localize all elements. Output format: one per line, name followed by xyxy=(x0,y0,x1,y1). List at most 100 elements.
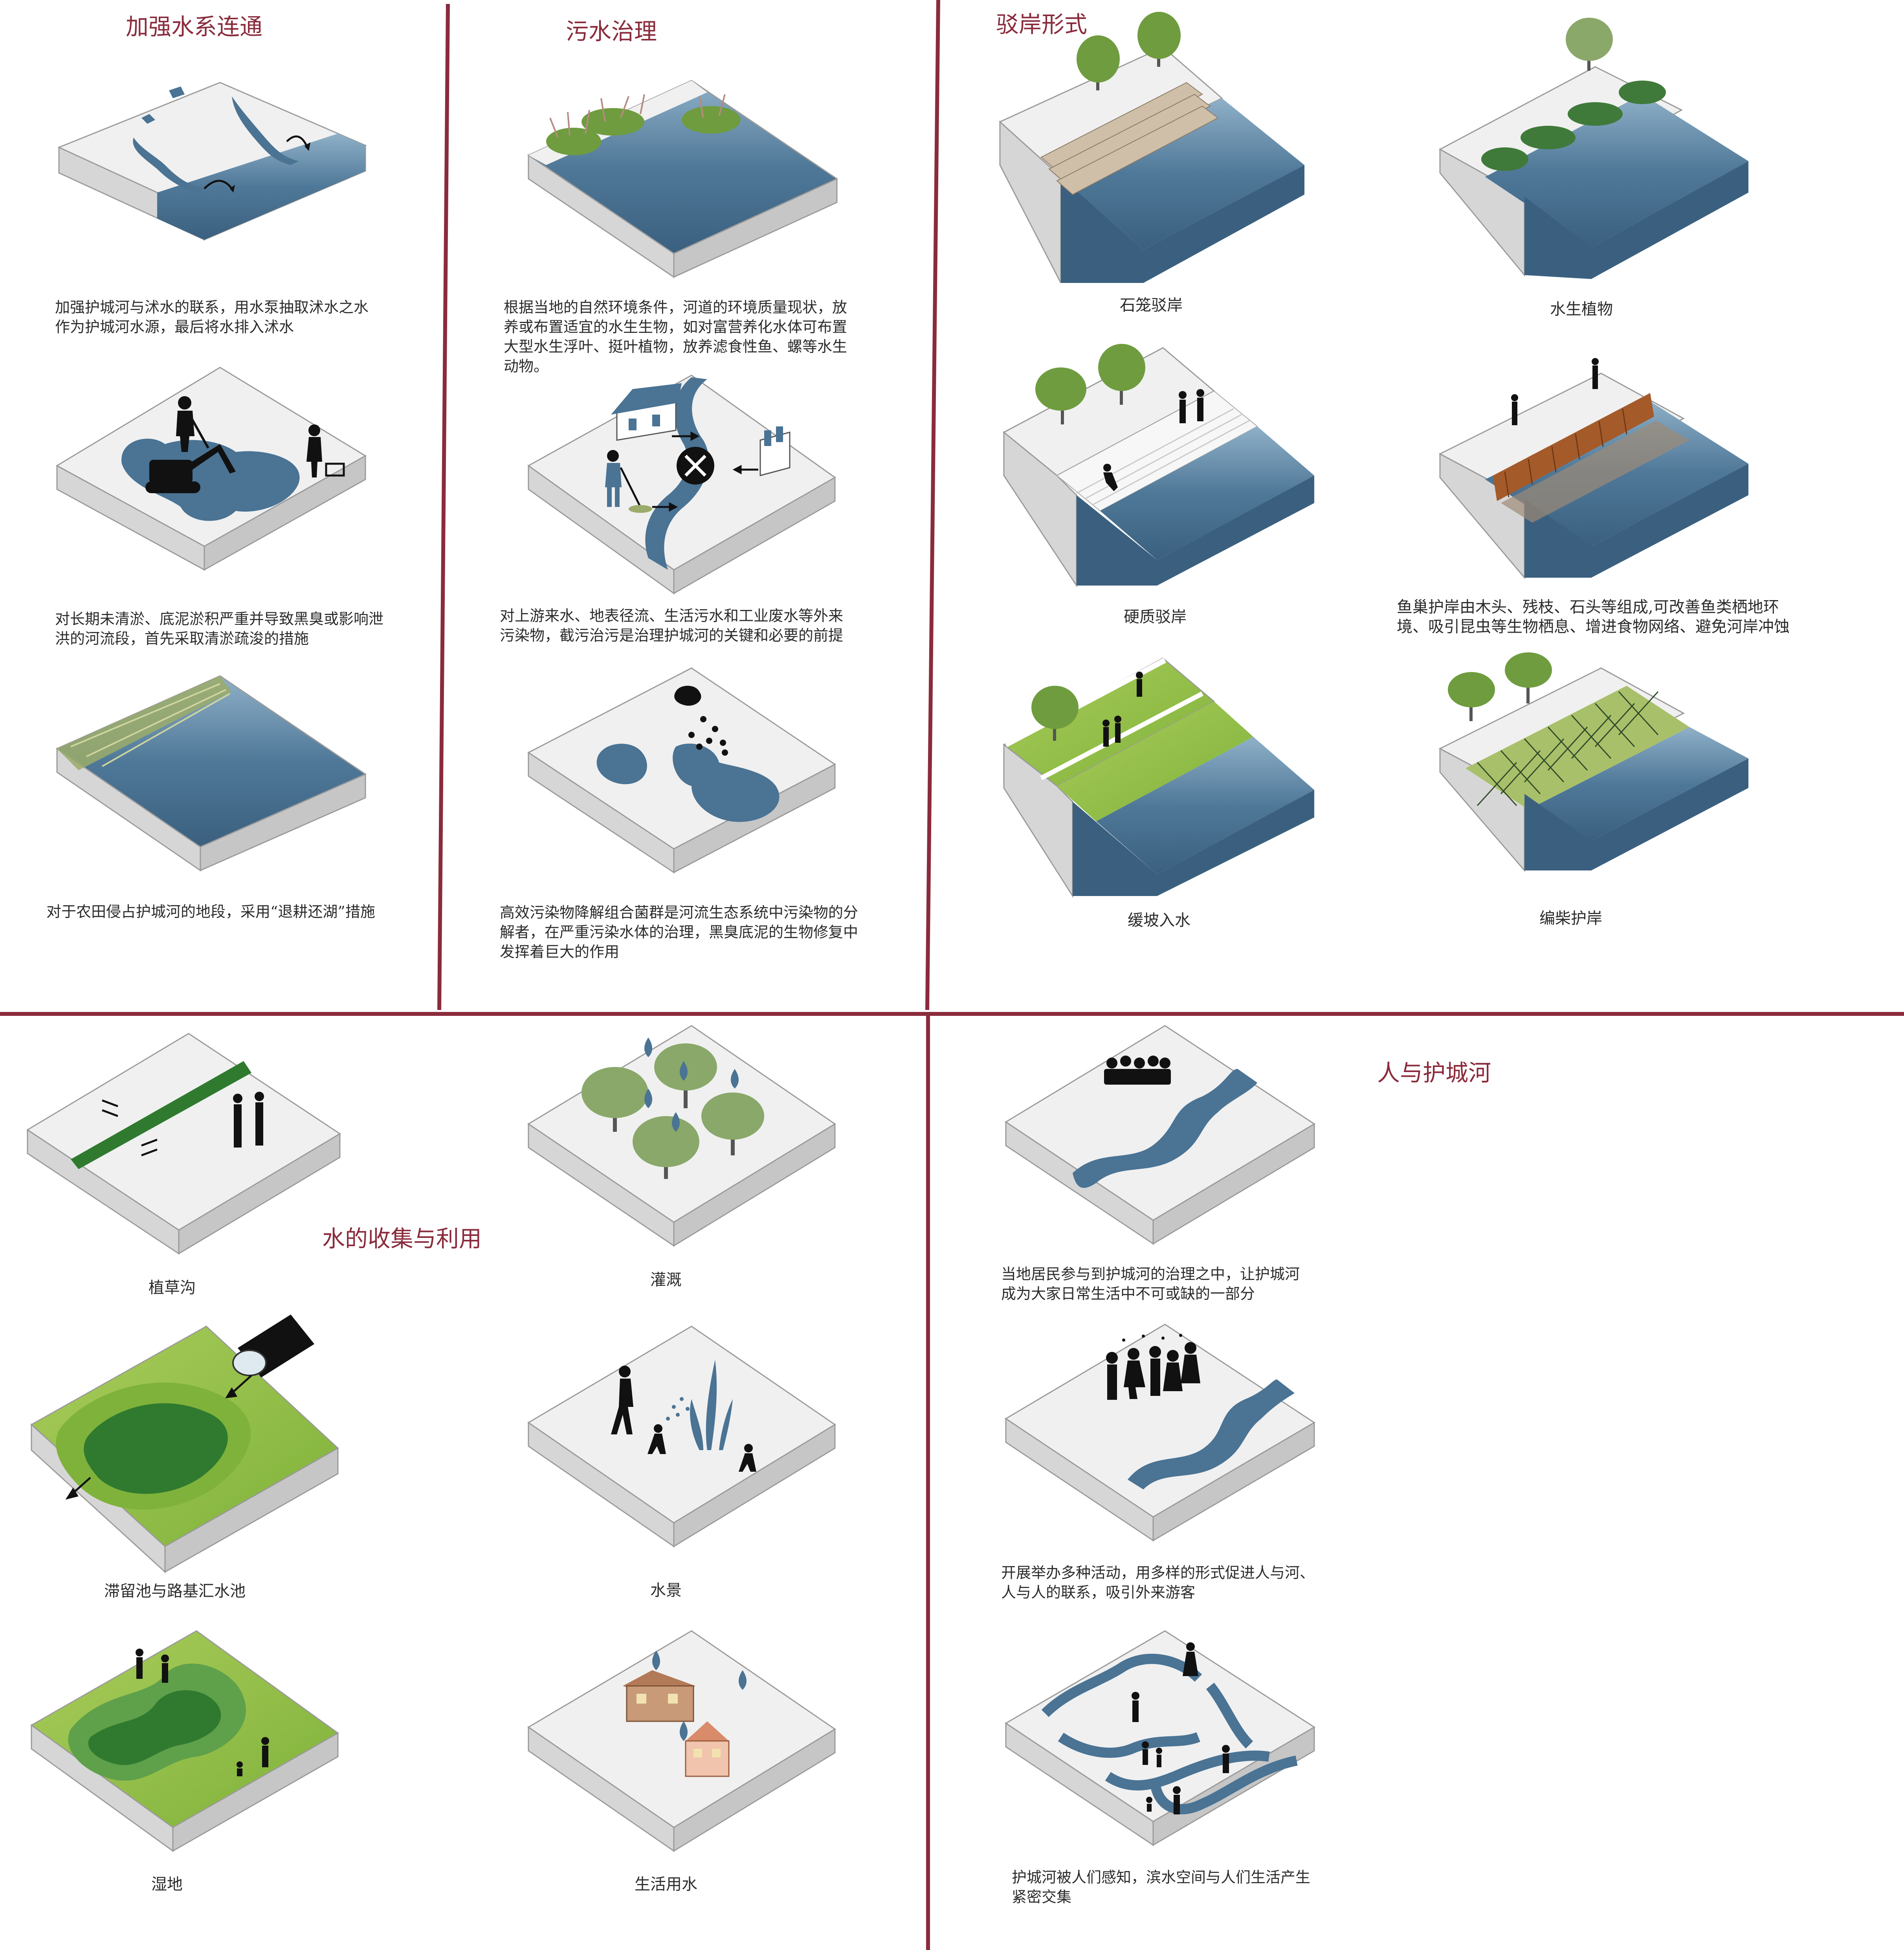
caption-fishnest: 鱼巢护岸由木头、残枝、石头等组成,可改善鱼类栖地环 境、吸引昆虫等生物栖息、增进… xyxy=(1397,598,1790,636)
tree-icon xyxy=(1566,18,1613,71)
tile-wicker xyxy=(1438,652,1748,872)
svg-text:养或布置适宜的水生生物，如对富营养化水体可布置: 养或布置适宜的水生生物，如对富营养化水体可布置 xyxy=(504,318,847,336)
tile-intercept xyxy=(527,375,836,595)
svg-text:动物。: 动物。 xyxy=(504,358,548,375)
svg-text:根据当地的自然环境条件，河道的环境质量现状，放: 根据当地的自然环境条件，河道的环境质量现状，放 xyxy=(504,299,847,316)
person-icon xyxy=(611,1366,756,1472)
tile-activities xyxy=(1005,1324,1315,1542)
svg-text:对上游来水、地表径流、生活污水和工业废水等外来: 对上游来水、地表径流、生活污水和工业废水等外来 xyxy=(500,607,843,624)
tree-icon xyxy=(1031,686,1079,741)
tile-irrigation xyxy=(527,1025,836,1247)
house-icon xyxy=(611,383,682,441)
desc-bacteria: 高效污染物降解组合菌群是河流生态系统中污染物的分 解者，在严重污染水体的治理，黑… xyxy=(500,904,858,960)
caption-wetland: 湿地 xyxy=(151,1875,183,1893)
tree-icon xyxy=(1035,344,1145,424)
title-sewage: 污水治理 xyxy=(566,18,657,45)
water-drop-icon xyxy=(652,1651,747,1741)
bacteria-dots xyxy=(688,716,728,756)
cabin-icon xyxy=(623,1670,730,1777)
caption-slope: 缓坡入水 xyxy=(1128,911,1190,929)
tile-swale xyxy=(26,1033,341,1255)
tile-farmland xyxy=(55,675,367,872)
svg-text:发挥着巨大的作用: 发挥着巨大的作用 xyxy=(500,943,619,960)
desc-activities: 开展举办多种活动，用多样的形式促进人与河、 人与人的联系，吸引外来游客 xyxy=(1001,1564,1315,1601)
tile-aquatic-revetment xyxy=(1438,18,1748,279)
tile-dredge xyxy=(55,367,367,571)
arrow-icon xyxy=(652,431,758,512)
fountain-icon xyxy=(666,1360,733,1450)
wood-stakes xyxy=(1493,393,1654,501)
tile-waterscape xyxy=(527,1326,836,1548)
caption-domestic: 生活用水 xyxy=(635,1875,697,1893)
caption-hard: 硬质驳岸 xyxy=(1124,608,1187,626)
tile-participate xyxy=(1005,1025,1315,1245)
river-network xyxy=(1041,1654,1298,1814)
tile-gabion xyxy=(999,12,1304,283)
people-dancing-icon xyxy=(1106,1342,1200,1400)
caption-waterscape: 水景 xyxy=(650,1581,682,1599)
caption-retention: 滞留池与路基汇水池 xyxy=(104,1582,246,1600)
gabion-wall xyxy=(1040,82,1219,195)
person-icon xyxy=(136,1649,269,1776)
caption-swale: 植草沟 xyxy=(149,1279,196,1297)
tree-icon xyxy=(581,1043,764,1179)
tile-retention xyxy=(30,1315,339,1574)
caption-gabion: 石笼驳岸 xyxy=(1120,296,1183,314)
tree-icon xyxy=(1077,12,1181,90)
tile-fishnest xyxy=(1438,358,1748,580)
svg-text:洪的河流段，首先采取清淤疏浚的措施: 洪的河流段，首先采取清淤疏浚的措施 xyxy=(55,630,309,647)
worker-icon xyxy=(176,396,209,452)
tile-hard xyxy=(1003,344,1314,588)
svg-text:作为护城河水源，最后将水排入沭水: 作为护城河水源，最后将水排入沭水 xyxy=(55,318,294,336)
divider-v2 xyxy=(925,0,940,1010)
person-icon xyxy=(233,1092,264,1148)
tile-perceived xyxy=(1005,1630,1315,1846)
desc-farmland: 对于农田侵占护城河的地段，采用“退耕还湖”措施 xyxy=(46,903,375,920)
excavator-icon xyxy=(145,444,236,493)
desc-participate: 当地居民参与到护城河的治理之中，让护城河 成为大家日常生活中不可或缺的一部分 xyxy=(1001,1265,1300,1302)
arrow-icon xyxy=(230,185,235,193)
svg-text:当地居民参与到护城河的治理之中，让护城河: 当地居民参与到护城河的治理之中，让护城河 xyxy=(1001,1265,1300,1283)
tile-pump xyxy=(57,82,367,241)
arrow-icon xyxy=(102,1099,158,1157)
person-icon xyxy=(1132,1642,1230,1814)
svg-text:对长期未清淤、底泥淤积严重并导致黑臭或影响泄: 对长期未清淤、底泥淤积严重并导致黑臭或影响泄 xyxy=(55,610,383,628)
svg-text:高效污染物降解组合菌群是河流生态系统中污染物的分: 高效污染物降解组合菌群是河流生态系统中污染物的分 xyxy=(500,904,858,921)
svg-text:鱼巢护岸由木头、残枝、石头等组成,可改善鱼类栖地环: 鱼巢护岸由木头、残枝、石头等组成,可改善鱼类栖地环 xyxy=(1397,598,1779,616)
pump-operator-icon xyxy=(306,424,345,477)
title-water-connect: 加强水系连通 xyxy=(126,13,262,40)
desc-pump: 加强护城河与沭水的联系，用水泵抽取沭水之水 作为护城河水源，最后将水排入沭水 xyxy=(55,299,369,336)
wicker-mesh xyxy=(1477,691,1659,806)
tile-aquatic-plants xyxy=(527,80,838,278)
arrow-icon xyxy=(304,142,310,151)
svg-text:污染物，截污治污是治理护城河的关键和必要的前提: 污染物，截污治污是治理护城河的关键和必要的前提 xyxy=(500,627,843,644)
svg-text:大型水生浮叶、挺叶植物，放养滤食性鱼、螺等水生: 大型水生浮叶、挺叶植物，放养滤食性鱼、螺等水生 xyxy=(504,338,847,355)
cleaner-icon xyxy=(605,450,652,513)
water-drop-icon xyxy=(644,1037,739,1132)
desc-aquatic-plants: 根据当地的自然环境条件，河道的环境质量现状，放 养或布置适宜的水生生物，如对富营… xyxy=(504,299,847,375)
svg-text:境、吸引昆虫等生物栖息、增进食物网络、避免河岸冲蚀: 境、吸引昆虫等生物栖息、增进食物网络、避免河岸冲蚀 xyxy=(1397,618,1790,636)
caption-irrigation: 灌溉 xyxy=(650,1271,682,1289)
person-icon xyxy=(1103,389,1204,491)
tile-domestic xyxy=(527,1630,836,1852)
reed-plants xyxy=(546,106,741,155)
person-icon xyxy=(1511,358,1599,425)
svg-text:成为大家日常生活中不可或缺的一部分: 成为大家日常生活中不可或缺的一部分 xyxy=(1001,1285,1255,1302)
svg-text:人与人的联系，吸引外来游客: 人与人的联系，吸引外来游客 xyxy=(1001,1584,1195,1601)
aquatic-vegetation xyxy=(1481,81,1666,171)
svg-text:护城河被人们感知，滨水空间与人们生活产生: 护城河被人们感知，滨水空间与人们生活产生 xyxy=(1012,1869,1310,1886)
arrow-icon xyxy=(65,1375,252,1500)
caption-wicker: 编柴护岸 xyxy=(1539,909,1602,927)
tile-slope xyxy=(1003,657,1314,898)
desc-dredge: 对长期未清淤、底泥淤积严重并导致黑臭或影响泄 洪的河流段，首先采取清淤疏浚的措施 xyxy=(55,610,383,647)
people-meeting-icon xyxy=(1104,1056,1171,1085)
svg-text:解者，在严重污染水体的治理，黑臭底泥的生物修复中: 解者，在严重污染水体的治理，黑臭底泥的生物修复中 xyxy=(500,924,858,941)
svg-text:紧密交集: 紧密交集 xyxy=(1012,1888,1071,1906)
factory-icon xyxy=(759,426,791,476)
tree-icon xyxy=(1448,652,1552,721)
title-collection: 水的收集与利用 xyxy=(322,1225,482,1252)
title-revetment: 驳岸形式 xyxy=(996,11,1087,38)
title-people: 人与护城河 xyxy=(1377,1059,1491,1086)
